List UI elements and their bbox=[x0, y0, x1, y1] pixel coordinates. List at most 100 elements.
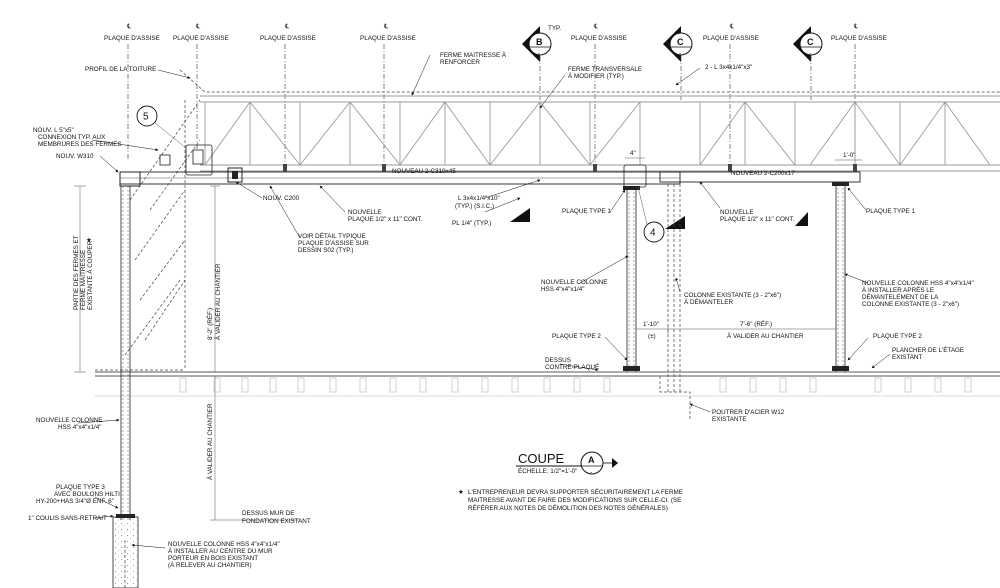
note-type3-a: PLAQUE TYPE 3 bbox=[56, 484, 105, 491]
note-type3-b: AVEC BOULONS HILTI bbox=[54, 491, 120, 498]
centerline-symbol: ℄ bbox=[593, 23, 599, 30]
note-dessus-mur-1: DESSUS MUR DE bbox=[242, 510, 294, 517]
title-coupe: COUPE bbox=[518, 451, 565, 466]
note-exist-b: À DÉMANTELER bbox=[684, 297, 733, 306]
dim-lower: À VALIDER AU CHANTIER bbox=[205, 403, 214, 480]
note-w310: NOUV. W310 bbox=[56, 153, 94, 160]
centerline-lines bbox=[127, 44, 856, 165]
detail-bubble-5: 5 bbox=[136, 105, 187, 149]
svg-text:8'-2" (RÉF.): 8'-2" (RÉF.) bbox=[205, 308, 214, 340]
svg-text:-: - bbox=[679, 50, 681, 57]
note-plancher-2: EXISTANT bbox=[892, 354, 922, 361]
centerline-pa4: ℄ PLAQUE D'ASSISE bbox=[360, 23, 416, 42]
note-c200: NOUV. C200 bbox=[263, 195, 300, 202]
dim-1-0: 1'-0" bbox=[843, 152, 856, 159]
svg-text:C: C bbox=[677, 37, 684, 47]
note-ferme-transv-1: FERME TRANSVERSALE bbox=[568, 66, 642, 73]
centerline-symbol: ℄ bbox=[126, 23, 132, 30]
plaque-assise-label: PLAQUE D'ASSISE bbox=[104, 35, 160, 42]
svg-text:A: A bbox=[588, 455, 595, 465]
plaque-assise-label: PLAQUE D'ASSISE bbox=[173, 35, 229, 42]
note-nouv-l-3: MEMBRURES DES FERMES bbox=[38, 141, 122, 148]
note-plaque-2a: NOUVELLE bbox=[720, 209, 754, 216]
title-scale: ÉCHELLE: 1/2"=1'-0" bbox=[518, 466, 577, 475]
note-plaque-1b: PLAQUE 1/2" x 11" CONT. bbox=[348, 216, 423, 223]
footnote-line-3: RÉFÉRER AUX NOTES DE DÉMOLITION DES NOTE… bbox=[468, 503, 668, 512]
svg-text:À VALIDER AU CHANTIER: À VALIDER AU CHANTIER bbox=[205, 403, 214, 480]
note-2l: 2 - L 3x4x1/4"x3" bbox=[705, 64, 752, 71]
svg-text:B: B bbox=[536, 37, 543, 47]
title-block: COUPE ÉCHELLE: 1/2"=1'-0" A - bbox=[516, 451, 618, 476]
star-marker: ★ bbox=[86, 236, 92, 244]
new-beam bbox=[119, 144, 861, 229]
svg-text:★: ★ bbox=[458, 488, 464, 496]
note-col-bas-d: (À RELEVER AU CHANTIER) bbox=[168, 560, 252, 569]
note-col1-b: HSS 4"x4"x1/4" bbox=[541, 286, 584, 293]
svg-text:PARTIE DES FERMES ET: PARTIE DES FERMES ET bbox=[73, 235, 80, 310]
svg-text:-: - bbox=[590, 469, 592, 476]
notes: PROFIL DE LA TOITURE FERME MAITRESSE À R… bbox=[28, 50, 974, 569]
plaque-assise-label: PLAQUE D'ASSISE bbox=[831, 35, 887, 42]
leader-lines bbox=[77, 54, 891, 549]
note-ferme-transv-2: À MODIFIER (TYP.) bbox=[568, 71, 624, 80]
centerline-pa5: ℄ PLAQUE D'ASSISE bbox=[571, 23, 627, 42]
note-col-bas-c: PORTEUR EN BOIS EXISTANT bbox=[168, 555, 258, 562]
svg-text:-: - bbox=[809, 50, 811, 57]
note-col1-a: NOUVELLE COLONNE bbox=[541, 279, 608, 286]
svg-text:C: C bbox=[807, 37, 814, 47]
note-ferme-maitresse-1: FERME MAITRESSE À bbox=[440, 50, 507, 59]
note-col2-b: À INSTALLER APRÈS LE bbox=[862, 285, 934, 294]
columns bbox=[112, 182, 849, 588]
existing-truss bbox=[95, 69, 1000, 371]
svg-text:TYP.: TYP. bbox=[548, 25, 561, 32]
note-col-bas-b: À INSTALLER AU CENTRE DU MUR bbox=[168, 546, 273, 555]
note-dessus-2: CONTRE-PLAQUÉ bbox=[545, 362, 599, 371]
existing-floor bbox=[95, 371, 1000, 420]
note-col2-d: COLONNE EXISTANTE (3 - 2"x6") bbox=[862, 301, 959, 308]
note-type2-a: PLAQUE TYPE 2 bbox=[552, 333, 601, 340]
note-plaque-2b: PLAQUE 1/2" x 11" CONT. bbox=[720, 216, 795, 223]
note-poutrer-2: EXISTANTE bbox=[712, 416, 747, 423]
centerline-symbol: ℄ bbox=[195, 23, 201, 30]
note-plaque-1a: NOUVELLE bbox=[348, 209, 382, 216]
note-pl: PL 1/4" (TYP.) bbox=[452, 220, 491, 227]
note-col-bas-a: NOUVELLE COLONNE HSS 4"x4"x1/4" bbox=[168, 541, 280, 548]
note-col3-b: HSS 4"x4"x1/4" bbox=[58, 424, 101, 431]
note-type3-c: HY-200+HAS 3/4"Ø ENF. 6" bbox=[36, 498, 114, 505]
footnote-line-2: MAITRESSE AVANT DE FAIRE DES MODIFICATIO… bbox=[468, 497, 681, 504]
plaque-assise-label: PLAQUE D'ASSISE bbox=[360, 35, 416, 42]
svg-text:-: - bbox=[538, 50, 540, 57]
dimension-lines bbox=[74, 157, 862, 521]
note-c310: NOUVEAU 2-C310x45 bbox=[392, 168, 456, 175]
note-dessus-1: DESSUS bbox=[545, 357, 571, 364]
note-voir-3: DESSIN S02 (TYP.) bbox=[298, 247, 354, 254]
dim-valider-h: À VALIDER AU CHANTIER bbox=[727, 331, 804, 340]
note-profil: PROFIL DE LA TOITURE bbox=[85, 66, 156, 73]
dim-x: (±) bbox=[648, 333, 656, 340]
note-col3-a: NOUVELLE COLONNE bbox=[36, 417, 103, 424]
note-nouv-l-1: NOUV. L 5"x5" bbox=[33, 127, 74, 134]
plaque-assise-label: PLAQUE D'ASSISE bbox=[703, 35, 759, 42]
centerline-symbol: ℄ bbox=[383, 23, 389, 30]
note-col2-c: DÉMANTELEMENT DE LA bbox=[862, 292, 939, 301]
centerline-pa6: ℄PLAQUE D'ASSISE bbox=[703, 23, 759, 42]
note-type1-a: PLAQUE TYPE 1 bbox=[562, 208, 611, 215]
plaque-assise-label: PLAQUE D'ASSISE bbox=[571, 35, 627, 42]
dim-8-2: 8'-2" (RÉF.) À VALIDER AU CHANTIER bbox=[205, 263, 222, 340]
note-coulis: 1" COULIS SANS-RETRAIT bbox=[28, 515, 107, 522]
note-type1-b: PLAQUE TYPE 1 bbox=[866, 208, 915, 215]
svg-text:4: 4 bbox=[650, 228, 656, 239]
footnote-line-1: L'ENTREPRENEUR DEVRA SUPPORTER SÉCURITAI… bbox=[468, 487, 683, 496]
svg-text:FERME MAITRESSE: FERME MAITRESSE bbox=[80, 250, 87, 310]
svg-text:5: 5 bbox=[143, 112, 149, 123]
note-l-angle-1: L 3x4x1/4"x10" bbox=[458, 195, 500, 202]
footnote: ★ L'ENTREPRENEUR DEVRA SUPPORTER SÉCURIT… bbox=[458, 487, 683, 512]
centerline-pa1: ℄ PLAQUE D'ASSISE bbox=[104, 23, 160, 42]
note-voir-2: PLAQUE D'ASSISE SUR bbox=[298, 240, 369, 247]
section-marker-b: B - TYP. bbox=[522, 25, 561, 100]
note-ferme-maitresse-2: RENFORCER bbox=[440, 59, 480, 66]
note-l-angle-2: (TYP.) (S.I.C.) bbox=[455, 203, 494, 210]
svg-text:EXISTANTE À COUPER: EXISTANTE À COUPER bbox=[85, 240, 94, 310]
top-centerline-labels: ℄ PLAQUE D'ASSISE ℄ PLAQUE D'ASSISE ℄ PLAQU… bbox=[104, 23, 887, 42]
centerline-symbol: ℄ bbox=[284, 23, 290, 30]
